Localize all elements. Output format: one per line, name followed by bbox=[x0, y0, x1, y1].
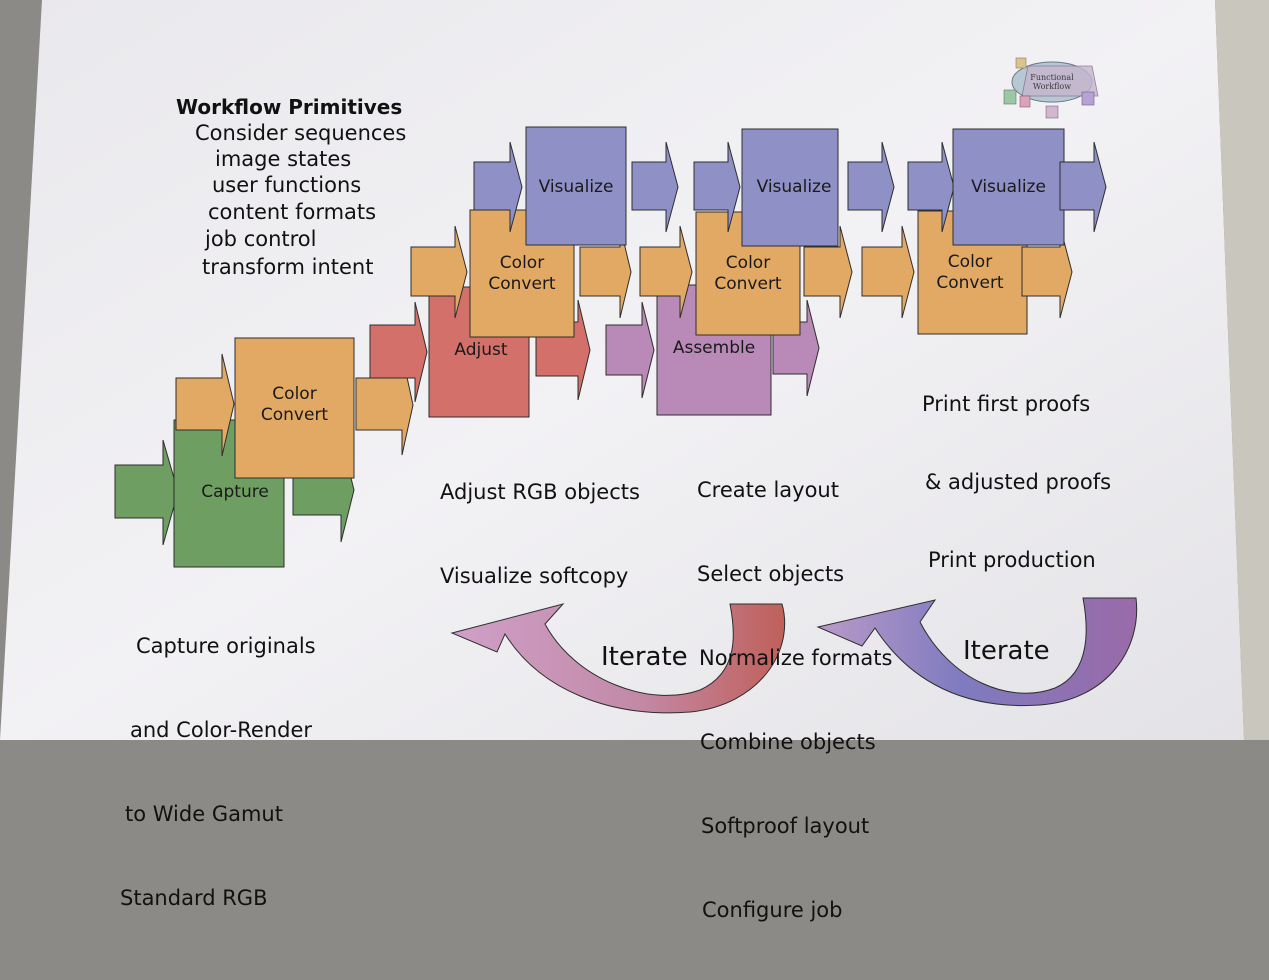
capture-in-arrow bbox=[114, 439, 179, 546]
print-color-convert-label: Color Convert bbox=[936, 252, 1004, 293]
print-caption: Print first proofs & adjusted proofs Pri… bbox=[922, 339, 1111, 625]
caption-line: Print production bbox=[928, 548, 1096, 572]
caption-line: Create layout bbox=[697, 478, 839, 502]
adjust-vis-out-arrow bbox=[631, 141, 679, 233]
adjust-box-label: Adjust bbox=[454, 340, 508, 360]
capture-color-convert-box bbox=[234, 337, 355, 479]
functional-workflow-logo bbox=[1003, 57, 1099, 119]
caption-line: Combine objects bbox=[700, 730, 876, 754]
assemble-cc-out-arrow bbox=[803, 225, 853, 319]
capture-cc-in-arrow bbox=[175, 353, 235, 457]
print-visualize-box bbox=[952, 128, 1065, 246]
adjust-visualize-label: Visualize bbox=[538, 177, 614, 197]
caption-line: and Color-Render bbox=[130, 718, 313, 742]
assemble-vis-in-arrow bbox=[693, 141, 741, 233]
primitive-item: image states bbox=[215, 147, 352, 171]
print-vis-out-arrow bbox=[1059, 141, 1107, 233]
capture-color-convert-label: Color Convert bbox=[260, 384, 329, 425]
print-vis-in-arrow bbox=[907, 141, 955, 233]
capture-caption: Capture originals and Color-Render to Wi… bbox=[120, 576, 316, 968]
caption-line: Softproof layout bbox=[701, 814, 870, 838]
assemble-visualize-label: Visualize bbox=[756, 177, 832, 197]
assemble-caption: Create layout Select objects Normalize f… bbox=[697, 420, 892, 980]
logo-line-2: Workflow bbox=[1032, 82, 1072, 91]
assemble-cc-in-arrow bbox=[639, 225, 693, 319]
caption-line: Standard RGB bbox=[120, 886, 268, 910]
adjust-caption: Adjust RGB objects Visualize softcopy bbox=[440, 422, 640, 646]
assemble-vis-out-arrow bbox=[847, 141, 895, 233]
caption-line: Select objects bbox=[697, 562, 845, 586]
caption-line: Configure job bbox=[702, 898, 843, 922]
diagram-stage: Functional Workflow Workflow Primitives … bbox=[0, 0, 1269, 922]
caption-line: Normalize formats bbox=[699, 646, 893, 670]
adjust-cc-in-arrow bbox=[410, 225, 468, 319]
iterate-arrow-right bbox=[816, 597, 1138, 707]
paper-edge-right bbox=[1215, 0, 1269, 740]
assemble-in-arrow bbox=[605, 301, 655, 399]
caption-line: to Wide Gamut bbox=[125, 802, 283, 826]
primitive-item: job control bbox=[205, 227, 317, 251]
primitive-item: user functions bbox=[212, 173, 362, 197]
adjust-in-arrow bbox=[369, 301, 428, 403]
adjust-color-convert-label: Color Convert bbox=[488, 253, 556, 294]
print-visualize-label: Visualize bbox=[971, 177, 1046, 197]
assemble-color-convert-label: Color Convert bbox=[714, 253, 782, 294]
capture-box-label: Capture bbox=[201, 482, 269, 502]
assemble-box-label: Assemble bbox=[672, 338, 756, 358]
workflow-diagram bbox=[0, 0, 1269, 740]
iterate-label-right: Iterate bbox=[963, 636, 1050, 666]
caption-line: Capture originals bbox=[136, 634, 316, 658]
primitive-item: Consider sequences bbox=[195, 121, 407, 145]
caption-line: Print first proofs bbox=[922, 392, 1091, 416]
assemble-visualize-box bbox=[741, 128, 839, 247]
adjust-visualize-box bbox=[525, 126, 627, 246]
primitive-item: content formats bbox=[208, 200, 377, 224]
diagram-title: Workflow Primitives bbox=[176, 95, 403, 119]
primitive-item: transform intent bbox=[202, 255, 374, 279]
caption-line: & adjusted proofs bbox=[925, 470, 1112, 494]
caption-line: Visualize softcopy bbox=[440, 564, 629, 588]
print-cc-in-arrow bbox=[861, 225, 915, 319]
caption-line: Adjust RGB objects bbox=[440, 480, 640, 504]
iterate-label-left: Iterate bbox=[601, 642, 688, 672]
logo-text: Functional Workflow bbox=[1024, 73, 1080, 91]
logo-line-1: Functional bbox=[1030, 73, 1074, 82]
adjust-vis-in-arrow bbox=[473, 141, 523, 233]
iterate-arrow-left bbox=[450, 603, 786, 714]
